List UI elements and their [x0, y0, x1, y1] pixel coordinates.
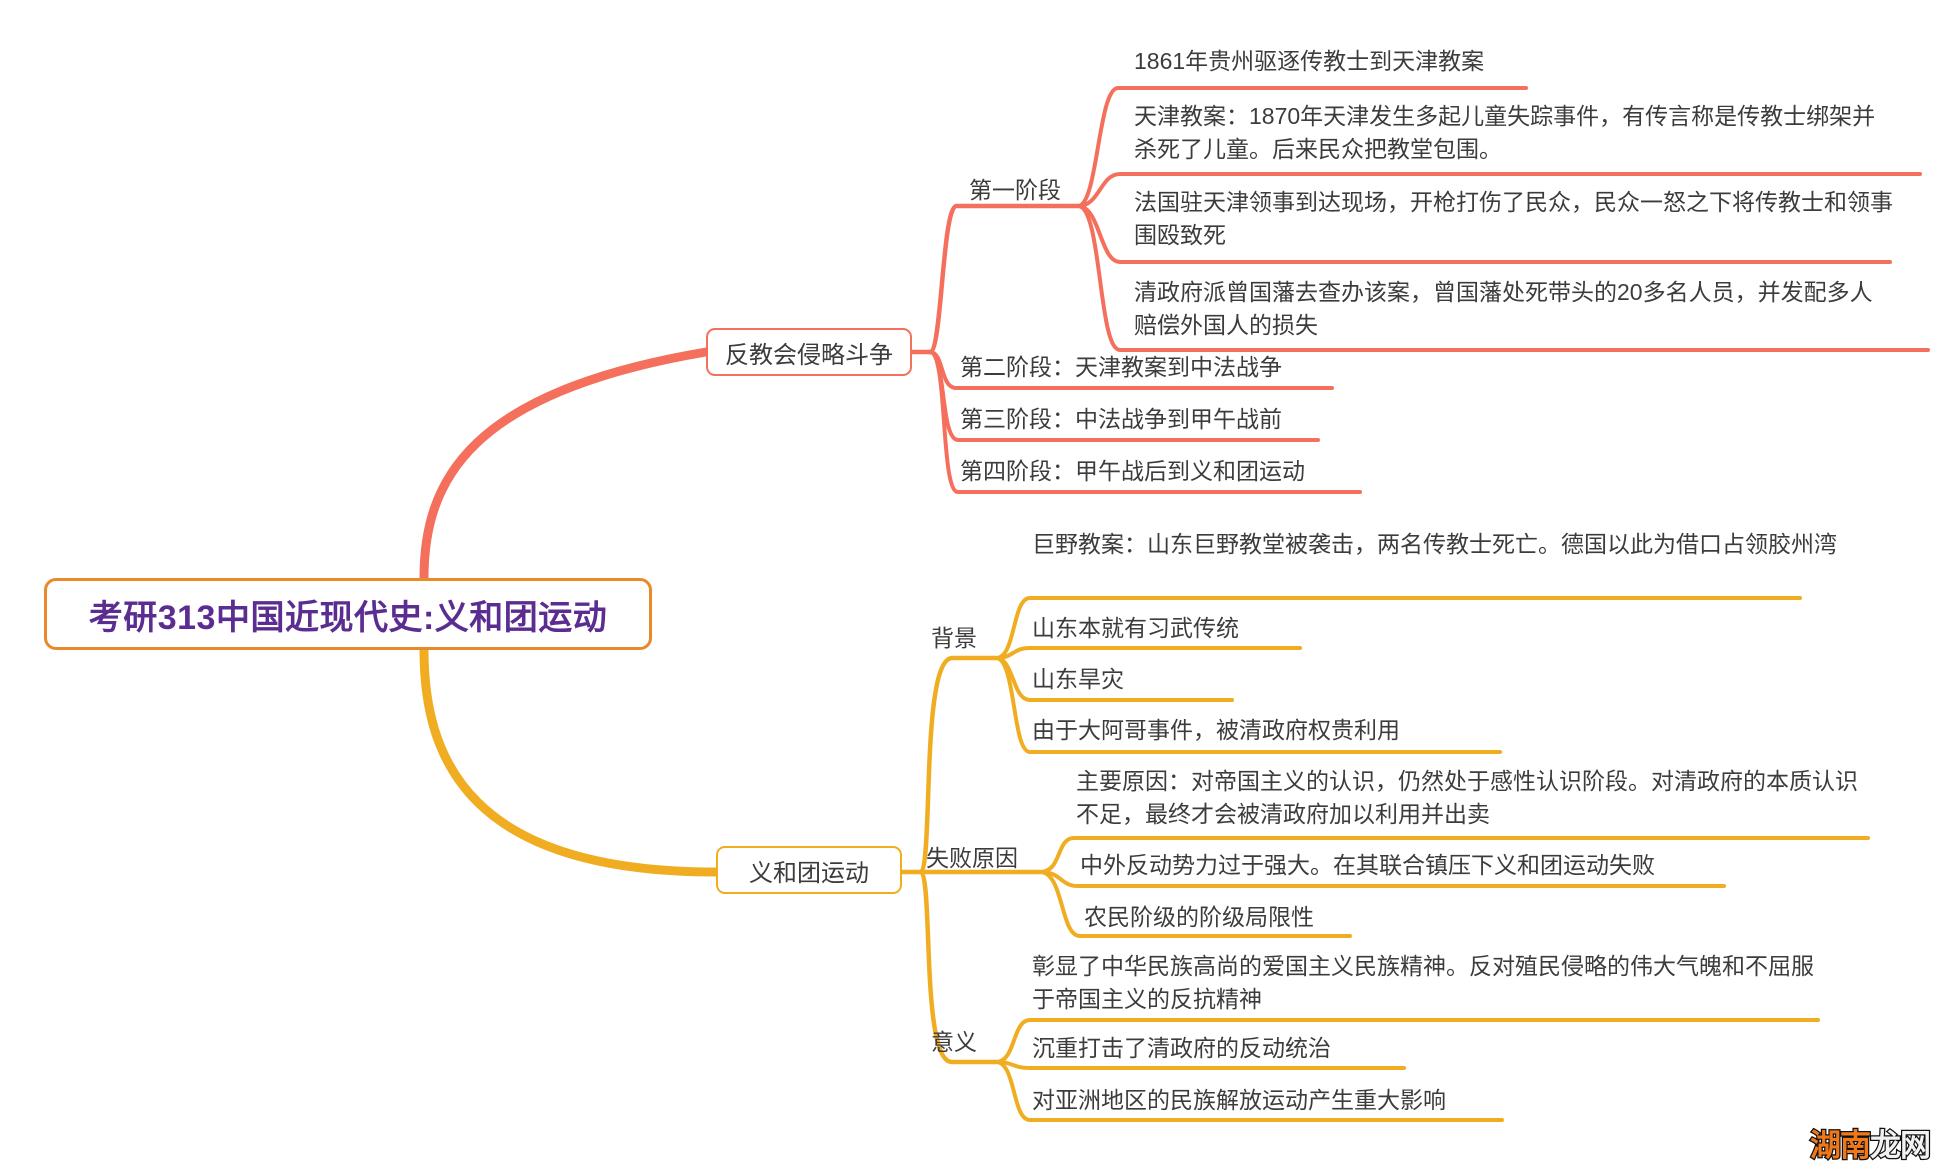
leaf-stage-four[interactable]: 第四阶段：甲午战后到义和团运动 — [960, 458, 1305, 484]
leaf-stage-three[interactable]: 第三阶段：中法战争到甲午战前 — [960, 406, 1282, 432]
watermark-part-one: 湖南 — [1809, 1126, 1873, 1164]
wire-bg-leaf2 — [994, 646, 1302, 660]
wire-root-to-yihetuan — [419, 645, 721, 877]
watermark: 湖南龙网 — [1770, 1122, 1933, 1164]
leaf-stage-two[interactable]: 第二阶段：天津教案到中法战争 — [960, 354, 1282, 380]
leaf-failure-item-1[interactable]: 主要原因：对帝国主义的认识，仍然处于感性认识阶段。对清政府的本质认识不足，最终才… — [1076, 768, 1858, 827]
leaf-significance-item-2[interactable]: 沉重打击了清政府的反动统治 — [1032, 1035, 1331, 1061]
wire-anti-stage1 — [927, 203, 1081, 355]
label-stage-one[interactable]: 第一阶段 — [969, 176, 1061, 203]
root-node[interactable]: 考研313中国近现代史:义和团运动 — [44, 578, 652, 650]
branch-yihetuan-movement[interactable]: 义和团运动 — [716, 846, 902, 894]
leaf-stage1-item-3[interactable]: 法国驻天津领事到达现场，开枪打伤了民众，民众一怒之下将传教士和领事围殴致死 — [1134, 189, 1893, 248]
leaf-failure-item-3[interactable]: 农民阶级的阶级局限性 — [1084, 904, 1314, 930]
label-significance[interactable]: 意义 — [931, 1028, 977, 1055]
watermark-part-two: 龙网 — [1869, 1126, 1933, 1164]
branch-anti-christian-struggle[interactable]: 反教会侵略斗争 — [706, 328, 912, 376]
leaf-stage1-item-1[interactable]: 1861年贵州驱逐传教士到天津教案 — [1134, 48, 1485, 74]
leaf-background-item-2[interactable]: 山东本就有习武传统 — [1032, 615, 1239, 641]
leaf-stage1-item-4[interactable]: 清政府派曾国藩去查办该案，曾国藩处死带头的20多名人员，并发配多人赔偿外国人的损… — [1134, 279, 1873, 338]
leaf-failure-item-2[interactable]: 中外反动势力过于强大。在其联合镇压下义和团运动失败 — [1080, 852, 1655, 878]
leaf-significance-item-1[interactable]: 彰显了中华民族高尚的爱国主义民族精神。反对殖民侵略的伟大气魄和不屈服于帝国主义的… — [1032, 953, 1814, 1012]
label-background[interactable]: 背景 — [931, 624, 977, 651]
leaf-significance-item-3[interactable]: 对亚洲地区的民族解放运动产生重大影响 — [1032, 1087, 1446, 1113]
leaf-background-item-3[interactable]: 山东旱灾 — [1032, 666, 1124, 692]
label-failure-reasons[interactable]: 失败原因 — [926, 844, 1018, 871]
leaf-stage1-item-2[interactable]: 天津教案：1870年天津发生多起儿童失踪事件，有传言称是传教士绑架并杀死了儿童。… — [1134, 103, 1876, 162]
leaf-background-item-4[interactable]: 由于大阿哥事件，被清政府权贵利用 — [1032, 717, 1400, 743]
leaf-background-item-1[interactable]: 巨野教案：山东巨野教堂被袭击，两名传教士死亡。德国以此为借口占领胶州湾 — [1032, 531, 1837, 557]
wire-root-to-anti — [419, 347, 711, 583]
